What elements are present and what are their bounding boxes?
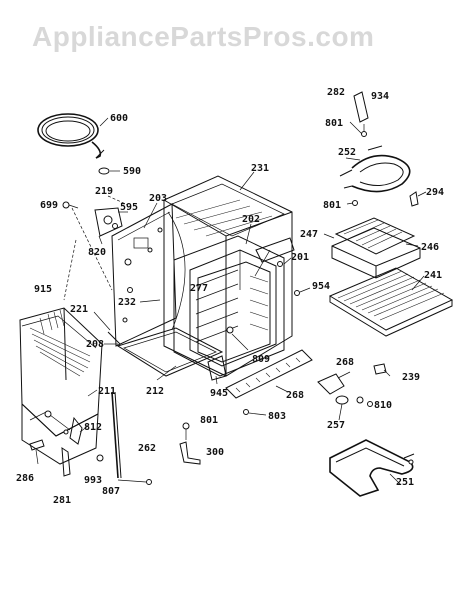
part-202-oven-liner xyxy=(173,235,285,377)
label-251: 251 xyxy=(396,477,414,488)
label-801-top: 801 xyxy=(325,118,343,129)
part-201-frame xyxy=(255,237,295,267)
label-201: 201 xyxy=(291,252,309,263)
part-801-screw-right xyxy=(352,200,358,206)
label-590: 590 xyxy=(123,166,141,177)
label-252: 252 xyxy=(338,147,356,158)
label-812: 812 xyxy=(84,422,102,433)
part-945-bracket xyxy=(207,355,227,381)
watermark: AppliancePartsPros.com xyxy=(32,21,374,52)
part-807-screw xyxy=(117,479,152,485)
part-251-bake-element xyxy=(329,439,415,497)
label-212: 212 xyxy=(146,386,164,397)
part-801-screw-center xyxy=(182,422,190,440)
label-803: 803 xyxy=(268,411,286,422)
part-993-washer xyxy=(96,454,104,462)
part-809-screw xyxy=(226,326,249,351)
label-257: 257 xyxy=(327,420,345,431)
label-211: 211 xyxy=(98,386,116,397)
label-699: 699 xyxy=(40,200,58,211)
label-268-lamp: 268 xyxy=(336,357,354,368)
label-810: 810 xyxy=(374,400,392,411)
label-945: 945 xyxy=(210,388,228,399)
label-934: 934 xyxy=(371,91,389,102)
label-208: 208 xyxy=(86,339,104,350)
label-807: 807 xyxy=(102,486,120,497)
part-262-rod xyxy=(111,391,122,479)
leader-lines xyxy=(79,121,425,485)
label-247: 247 xyxy=(300,229,318,240)
part-810-screw xyxy=(367,401,373,407)
label-221: 221 xyxy=(70,304,88,315)
part-699-screw xyxy=(62,201,79,209)
part-211-lower-panel xyxy=(21,402,99,465)
part-246-broiler-pan xyxy=(331,227,421,279)
label-286: 286 xyxy=(16,473,34,484)
label-232: 232 xyxy=(118,297,136,308)
part-812-bracket xyxy=(69,416,83,445)
label-294: 294 xyxy=(426,187,444,198)
part-803-screw xyxy=(243,409,267,416)
part-286-tab xyxy=(29,439,45,465)
label-231: 231 xyxy=(251,163,269,174)
part-247-broiler-grid xyxy=(334,217,416,255)
label-595: 595 xyxy=(120,202,138,213)
label-268-front: 268 xyxy=(286,390,304,401)
label-600: 600 xyxy=(110,113,128,124)
label-202: 202 xyxy=(242,214,260,225)
label-820: 820 xyxy=(88,247,106,258)
part-277-rack-guides xyxy=(195,261,271,363)
part-268-trim-strip xyxy=(225,349,313,399)
part-labels: 600 590 219 699 595 203 231 820 202 915 … xyxy=(16,87,444,506)
part-954-screw xyxy=(294,287,311,296)
label-219: 219 xyxy=(95,186,113,197)
leader-600 xyxy=(99,117,109,127)
part-212-bottom-tray xyxy=(116,327,224,377)
part-241-oven-rack xyxy=(328,267,454,337)
label-282: 282 xyxy=(327,87,345,98)
part-282-terminal xyxy=(353,91,369,137)
label-801-center: 801 xyxy=(200,415,218,426)
part-239-clip xyxy=(373,363,387,375)
label-993: 993 xyxy=(84,475,102,486)
part-231-oven-cabinet xyxy=(163,175,293,377)
part-203-rear-panel xyxy=(111,203,177,347)
label-262: 262 xyxy=(138,443,156,454)
label-203: 203 xyxy=(149,193,167,204)
label-300: 300 xyxy=(206,447,224,458)
part-221-side-panel xyxy=(19,307,103,437)
label-277: 277 xyxy=(190,283,208,294)
part-590-clip xyxy=(98,167,110,175)
part-252-broil-element xyxy=(339,145,411,193)
part-208-front-frame xyxy=(107,331,121,345)
part-257-lamp-socket xyxy=(317,371,364,405)
part-294-clip xyxy=(409,191,427,207)
label-239: 239 xyxy=(402,372,420,383)
label-246: 246 xyxy=(421,242,439,253)
label-954: 954 xyxy=(312,281,330,292)
part-300-hinge xyxy=(179,441,201,465)
label-281: 281 xyxy=(53,495,71,506)
label-801-right: 801 xyxy=(323,200,341,211)
part-595-bracket xyxy=(94,207,128,237)
label-915: 915 xyxy=(34,284,52,295)
part-600-cord xyxy=(37,113,105,159)
label-809: 809 xyxy=(252,354,270,365)
part-281-clip xyxy=(61,447,71,477)
label-241: 241 xyxy=(424,270,442,281)
